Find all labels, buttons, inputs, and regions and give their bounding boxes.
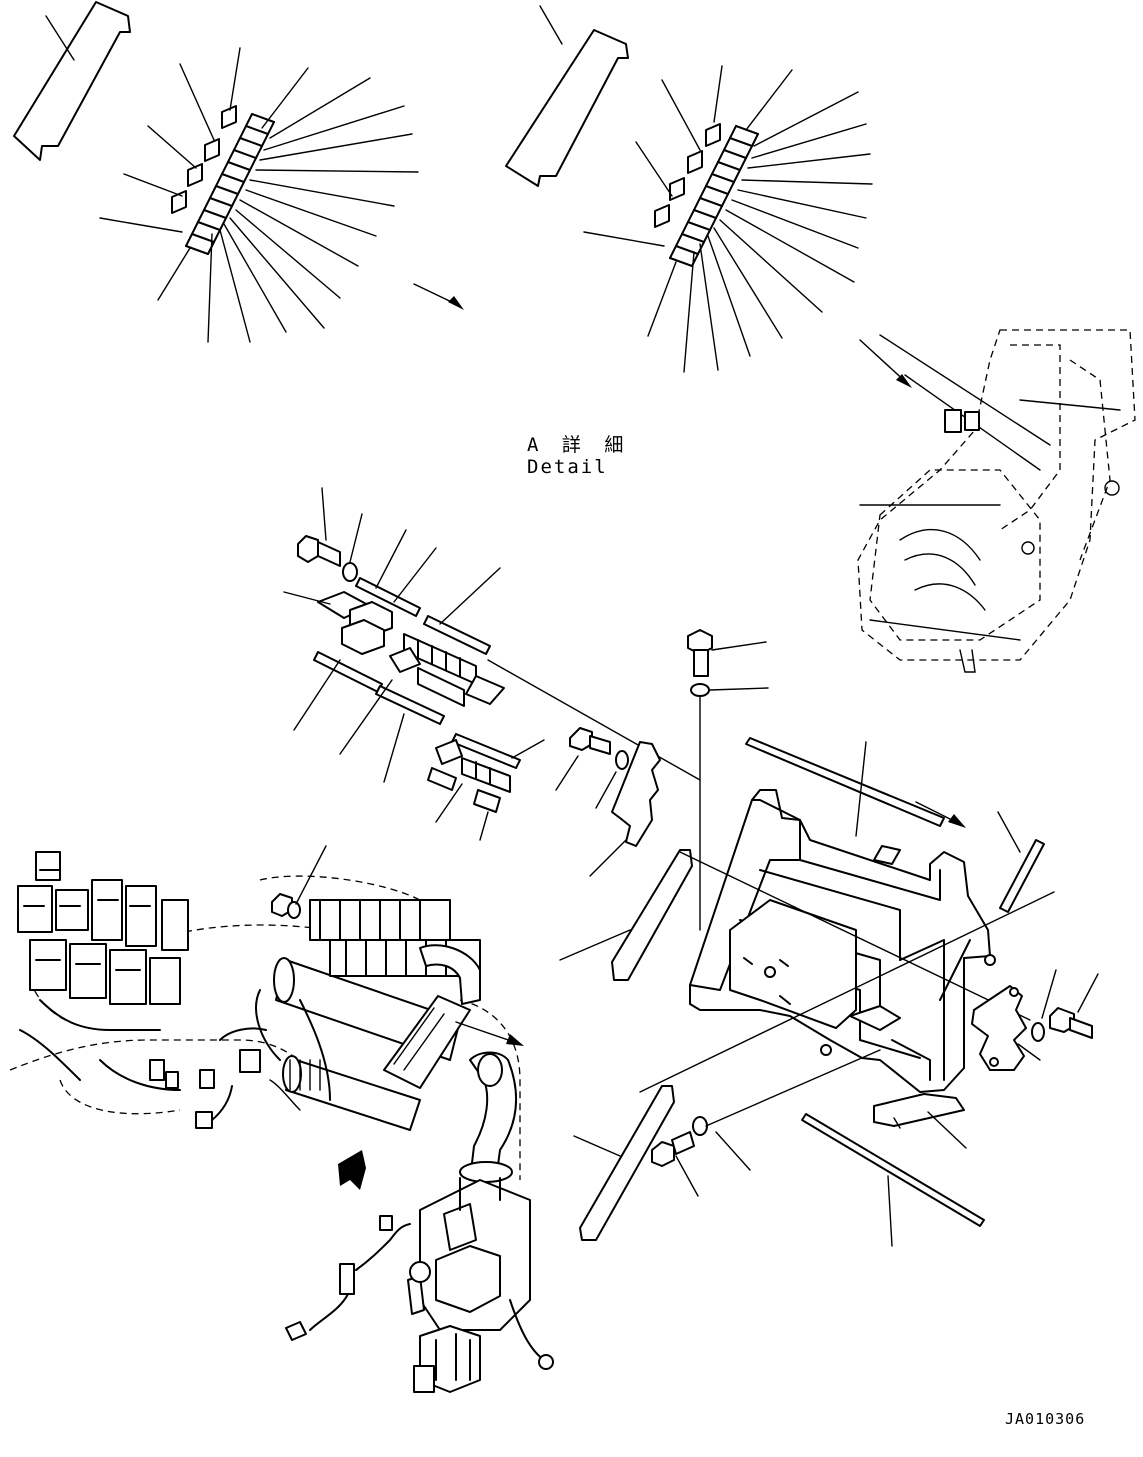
hinge-plate-left (589, 741, 661, 877)
direction-arrow-left (413, 283, 464, 310)
relay-block-row (403, 633, 505, 707)
detail-label-en: Detail (527, 456, 608, 478)
valve-block (407, 1177, 554, 1393)
relay-bracket-left (13, 1, 131, 161)
fuse-clips-right (654, 123, 721, 228)
relay-bracket-right (505, 29, 629, 187)
cover-strip-upper (559, 849, 693, 981)
cover-strip-lower (573, 1085, 675, 1241)
drawing-code-label: JA010306 (1005, 1410, 1086, 1428)
bolt-washer-center (555, 629, 769, 931)
relay-block-lower (427, 739, 511, 813)
rod-upper-leader (855, 741, 867, 837)
rod-upper (745, 737, 945, 827)
bolt-washer-bottom (651, 1049, 881, 1197)
leader-lines-right (539, 5, 873, 373)
fuse-holder-strip-5 (451, 733, 521, 769)
rod-lower-leader (887, 1175, 893, 1247)
relay-small (389, 647, 421, 673)
fuse-holder-strip-2 (423, 615, 491, 655)
fuse-clips-left (171, 105, 237, 214)
machine-overview (857, 329, 1136, 673)
view-arrow-a (338, 1150, 366, 1190)
main-bracket (689, 789, 996, 1149)
direction-arrow-bracket (915, 801, 966, 828)
pipe-elbow (419, 944, 518, 1183)
cylinder-module (255, 899, 481, 1131)
fuse-holder-strip-4 (375, 685, 445, 725)
fuse-holder-strip-3 (313, 651, 383, 693)
hinge-plate-right (971, 969, 1099, 1071)
washer-upper (342, 562, 358, 582)
rod-short (999, 839, 1045, 913)
fuse-holder-strip-1 (355, 577, 421, 617)
connector-cluster-mid (149, 1027, 301, 1129)
detail-a-right (505, 5, 873, 373)
fuse-box-cluster (17, 851, 189, 1005)
fuse-stack-left (185, 113, 275, 255)
relay-block-1 (341, 601, 393, 655)
sensor-harness (285, 1215, 411, 1341)
bolt-harness (271, 845, 327, 919)
rod-lower (801, 1113, 985, 1227)
detail-label-jp: A 詳 細 (527, 434, 630, 456)
detail-a-left (13, 1, 464, 343)
assembly-lines (639, 851, 1055, 1093)
leader-lines-left (45, 15, 419, 343)
rod-short-leader (997, 811, 1021, 853)
direction-arrow-harness (455, 1021, 524, 1046)
fuse-stack-right (669, 125, 759, 267)
relay-assembly-exploded (283, 487, 701, 841)
bolt-upper (297, 535, 341, 567)
harness-assembly (9, 845, 554, 1393)
